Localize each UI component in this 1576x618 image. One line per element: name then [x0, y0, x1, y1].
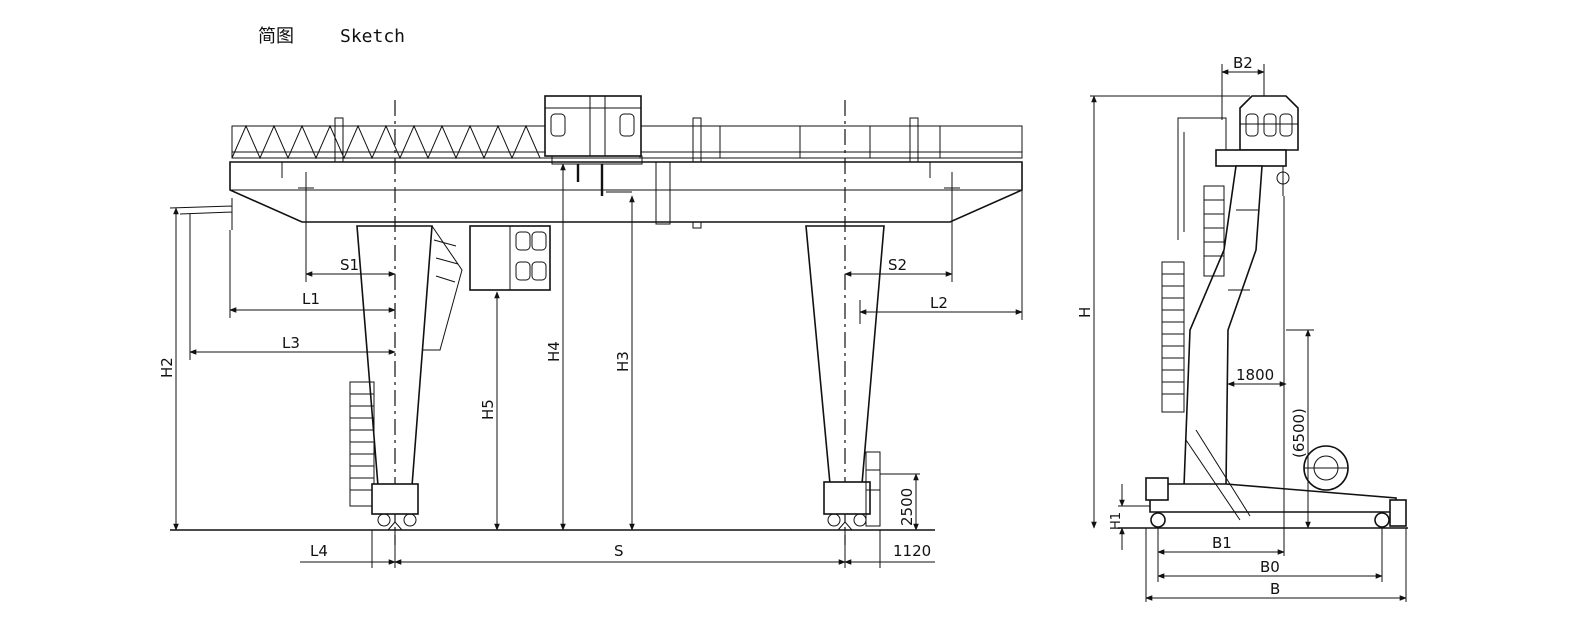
side-view: B2 H H1 1800 (6500) B1 B0 B: [1076, 54, 1408, 602]
side-girder: [1215, 149, 1287, 167]
side-stairs: [1161, 185, 1225, 413]
side-handrail: [1177, 117, 1227, 150]
label-l1: L1: [302, 290, 320, 308]
left-leg: [349, 100, 463, 545]
front-view: S1 L1 L3 S2 L2 H2 H5 H4 H3 2500: [158, 95, 1023, 568]
side-base-beam: [1149, 483, 1397, 513]
label-b: B: [1270, 580, 1280, 598]
label-h3: H3: [614, 351, 632, 372]
side-trolley: [1239, 95, 1299, 196]
label-b1: B1: [1212, 534, 1232, 552]
label-1800: 1800: [1236, 366, 1274, 384]
title-english: Sketch: [340, 26, 405, 47]
label-b0: B0: [1260, 558, 1280, 576]
label-6500: (6500): [1290, 408, 1308, 458]
label-h5: H5: [479, 399, 497, 420]
label-b2: B2: [1233, 54, 1253, 72]
label-h: H: [1076, 307, 1094, 318]
label-2500: 2500: [898, 488, 916, 526]
label-h2: H2: [158, 357, 176, 378]
label-s2: S2: [888, 256, 907, 274]
label-l3: L3: [282, 334, 300, 352]
label-1120: 1120: [893, 542, 931, 560]
trolley: [544, 95, 643, 196]
cable-arm: [169, 198, 233, 230]
label-s1: S1: [340, 256, 359, 274]
label-h1: H1: [1109, 512, 1124, 530]
label-l4: L4: [310, 542, 328, 560]
label-s: S: [614, 542, 624, 560]
cable-reel: [1303, 445, 1349, 491]
right-leg: [805, 100, 885, 545]
operator-cabin: [469, 225, 551, 291]
label-h4: H4: [545, 341, 563, 362]
hoist-column: [655, 161, 671, 225]
title-chinese: 简图: [258, 26, 294, 47]
label-l2: L2: [930, 294, 948, 312]
